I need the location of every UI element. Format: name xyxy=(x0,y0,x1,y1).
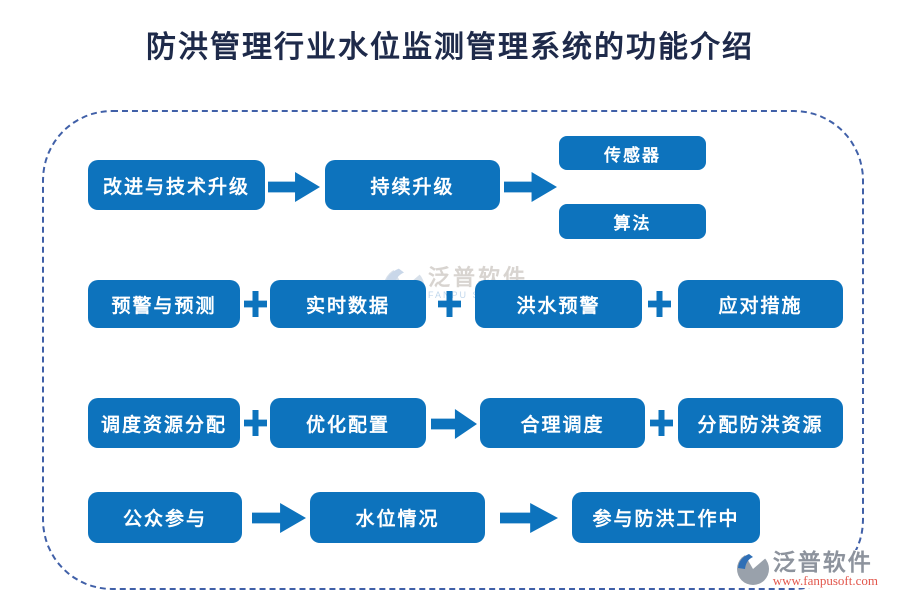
box-reasonable-dispatch: 合理调度 xyxy=(480,398,645,448)
fanpu-url: www.fanpusoft.com xyxy=(772,573,878,588)
fanpu-brand-text: 泛普软件 xyxy=(772,549,873,575)
box-algorithm: 算法 xyxy=(559,204,706,239)
fanpu-text-block: 泛普软件 www.fanpusoft.com xyxy=(773,550,878,588)
box-participate-flood-control: 参与防洪工作中 xyxy=(572,492,760,543)
box-warning-and-forecast: 预警与预测 xyxy=(88,280,240,328)
box-optimized-configuration: 优化配置 xyxy=(270,398,426,448)
box-improvement-and-tech-upgrade: 改进与技术升级 xyxy=(88,160,265,210)
box-flood-warning: 洪水预警 xyxy=(475,280,642,328)
fanpu-logo: 泛普软件 www.fanpusoft.com xyxy=(731,550,878,588)
box-continuous-upgrade: 持续升级 xyxy=(325,160,500,210)
box-allocate-flood-resources: 分配防洪资源 xyxy=(678,398,843,448)
box-realtime-data: 实时数据 xyxy=(270,280,426,328)
box-response-measures: 应对措施 xyxy=(678,280,843,328)
dashed-frame xyxy=(42,110,864,590)
fanpu-logo-icon xyxy=(736,552,769,585)
box-water-level-status: 水位情况 xyxy=(310,492,485,543)
box-public-participation: 公众参与 xyxy=(88,492,242,543)
box-dispatch-resource-allocation: 调度资源分配 xyxy=(88,398,240,448)
box-sensor: 传感器 xyxy=(559,136,706,170)
page-title: 防洪管理行业水位监测管理系统的功能介绍 xyxy=(146,31,754,64)
